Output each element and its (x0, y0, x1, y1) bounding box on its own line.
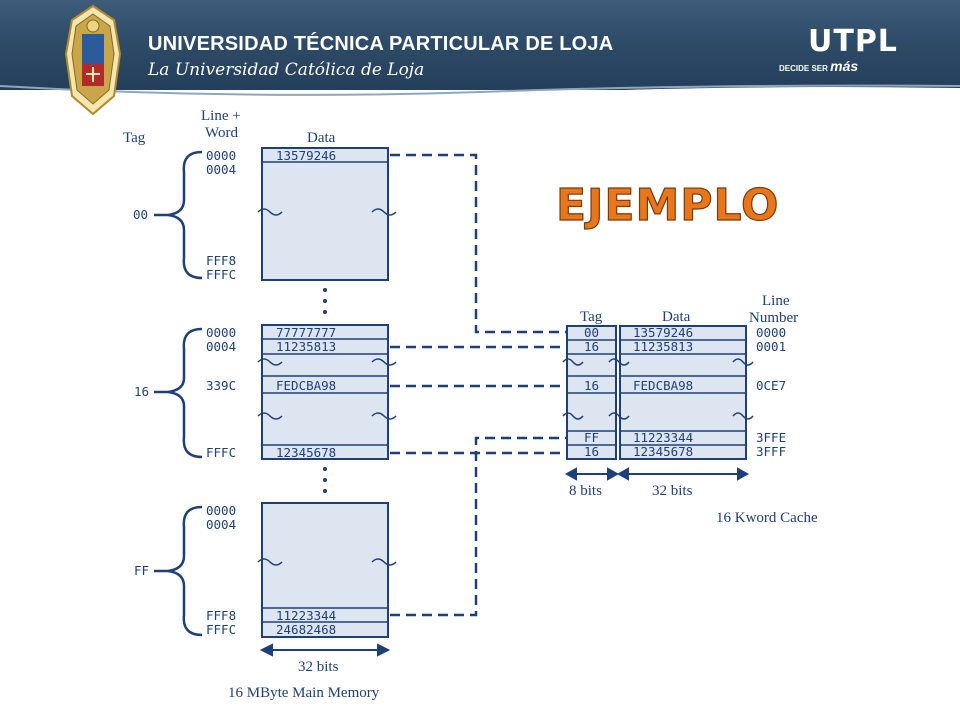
mm-data: 24682468 (276, 622, 336, 637)
cache-data-width: 32 bits (652, 483, 693, 499)
university-seal-icon (64, 4, 122, 116)
cache-line-number: 3FFE (756, 430, 786, 445)
cache-tag: FF (584, 430, 599, 445)
mm-addr: FFF8 (206, 253, 236, 268)
mm-tag-16: 16 (134, 384, 149, 399)
university-name: UNIVERSIDAD TÉCNICA PARTICULAR DE LOJA (148, 33, 614, 55)
slogan-emphasis: más (830, 58, 859, 74)
mm-data: FEDCBA98 (276, 378, 336, 393)
cache-header-line-1: Line (762, 293, 790, 309)
mm-width-label: 32 bits (298, 659, 339, 675)
cache-tag: 16 (584, 444, 599, 459)
mm-data: 11223344 (276, 608, 336, 623)
brand-slogan: DECIDE SER más (779, 58, 858, 74)
brace-ff (167, 505, 203, 637)
cache-data: FEDCBA98 (633, 378, 693, 393)
mm-block-00-box (261, 147, 389, 281)
link-ff (390, 436, 566, 617)
slide-title: EJEMPLO (555, 179, 780, 231)
brand-logo-text: UTPL (808, 24, 898, 59)
cache-line-number: 0CE7 (756, 378, 786, 393)
cache-data: 11235813 (633, 339, 693, 354)
cache-data: 12345678 (633, 444, 693, 459)
mm-addr: FFFC (206, 267, 236, 282)
cache-tag: 00 (584, 325, 599, 340)
header-banner: UNIVERSIDAD TÉCNICA PARTICULAR DE LOJA L… (0, 0, 960, 116)
mm-data: 13579246 (276, 148, 336, 163)
mm-addr: 0004 (206, 162, 236, 177)
link-00 (390, 153, 566, 334)
mm-addr: 0000 (206, 148, 236, 163)
cache-line-number: 3FFF (756, 444, 786, 459)
mm-addr: FFF8 (206, 608, 236, 623)
cache-tag: 16 (584, 339, 599, 354)
cache-data: 13579246 (633, 325, 693, 340)
mm-block-16-box (261, 324, 389, 460)
mm-addr: 0000 (206, 503, 236, 518)
mm-addr: FFFC (206, 445, 236, 460)
cache-tag: 16 (584, 378, 599, 393)
mm-addr: 339C (206, 378, 236, 393)
mm-header-data: Data (307, 130, 336, 146)
brace-00 (167, 150, 203, 280)
mm-tag-00: 00 (133, 207, 148, 222)
mm-addr: 0000 (206, 325, 236, 340)
mm-header-line-word-1: Line + (201, 108, 241, 124)
university-tagline: La Universidad Católica de Loja (148, 60, 425, 80)
cache-header-data: Data (662, 309, 691, 325)
cache-caption: 16 Kword Cache (716, 510, 818, 526)
mm-data: 11235813 (276, 339, 336, 354)
mm-addr: 0004 (206, 339, 236, 354)
cache-tag-width: 8 bits (569, 483, 602, 499)
brace-16 (167, 327, 203, 459)
banner-bar (0, 0, 960, 90)
mm-data: 77777777 (276, 325, 336, 340)
cache-header-tag: Tag (580, 309, 603, 325)
cache-header-line-2: Number (749, 310, 798, 326)
cache-data: 11223344 (633, 430, 693, 445)
slogan-prefix: DECIDE SER (779, 64, 828, 73)
banner-curve (0, 84, 960, 103)
mm-header-line-word-2: Word (205, 125, 238, 141)
mm-header-tag: Tag (123, 130, 146, 146)
cache-line-number: 0001 (756, 339, 786, 354)
mm-addr: FFFC (206, 622, 236, 637)
cache-line-number: 0000 (756, 325, 786, 340)
mm-tag-ff: FF (134, 563, 149, 578)
mm-block-ff-box (261, 502, 389, 638)
mm-addr: 0004 (206, 517, 236, 532)
mm-caption: 16 MByte Main Memory (228, 685, 380, 701)
mm-data: 12345678 (276, 445, 336, 460)
